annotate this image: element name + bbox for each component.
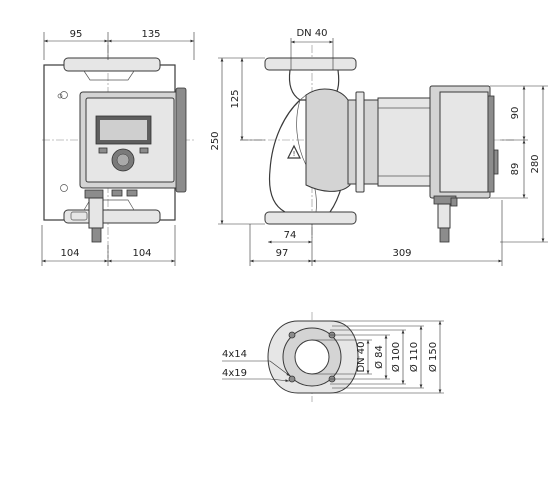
motor-body <box>377 97 431 187</box>
label-holes-4x19: 4x19 <box>222 368 247 379</box>
flange-view: 4x14 4x19 DN 40 Ø 84 Ø 100 Ø 110 Ø 150 <box>222 312 444 402</box>
flange-bore <box>294 339 330 375</box>
dim-label-280: 280 <box>530 154 541 173</box>
side-bottom-flange <box>264 211 357 225</box>
dim-label-d100: Ø 100 <box>390 342 402 372</box>
dim-label-dn40: DN 40 <box>296 28 327 39</box>
dim-label-95: 95 <box>70 29 83 40</box>
dim-label-74: 74 <box>284 230 297 241</box>
dim-label-104-left: 104 <box>60 248 79 259</box>
dim-label-90: 90 <box>510 107 521 120</box>
dim-label-104-right: 104 <box>132 248 151 259</box>
svg-text:!: ! <box>293 150 296 158</box>
dim-label-125: 125 <box>230 89 241 108</box>
side-view: ! 125 250 DN 40 <box>210 28 548 266</box>
label-holes-4x14: 4x14 <box>222 349 247 360</box>
dim-label-135: 135 <box>141 29 160 40</box>
dim-label-89: 89 <box>510 163 521 176</box>
front-view: 95 135 104 104 <box>41 29 195 266</box>
top-flange <box>63 57 161 72</box>
side-top-flange <box>264 57 357 71</box>
dim-label-d110: Ø 110 <box>408 342 420 372</box>
dim-label-97: 97 <box>276 248 289 259</box>
dim-label-flange-dn40: DN 40 <box>356 341 367 372</box>
warning-triangle-icon <box>287 144 301 159</box>
bottom-flange <box>63 209 161 224</box>
dim-label-250: 250 <box>210 131 221 150</box>
dim-label-d84: Ø 84 <box>373 345 385 369</box>
dim-label-d150: Ø 150 <box>427 342 439 372</box>
dim-label-309: 309 <box>392 248 411 259</box>
